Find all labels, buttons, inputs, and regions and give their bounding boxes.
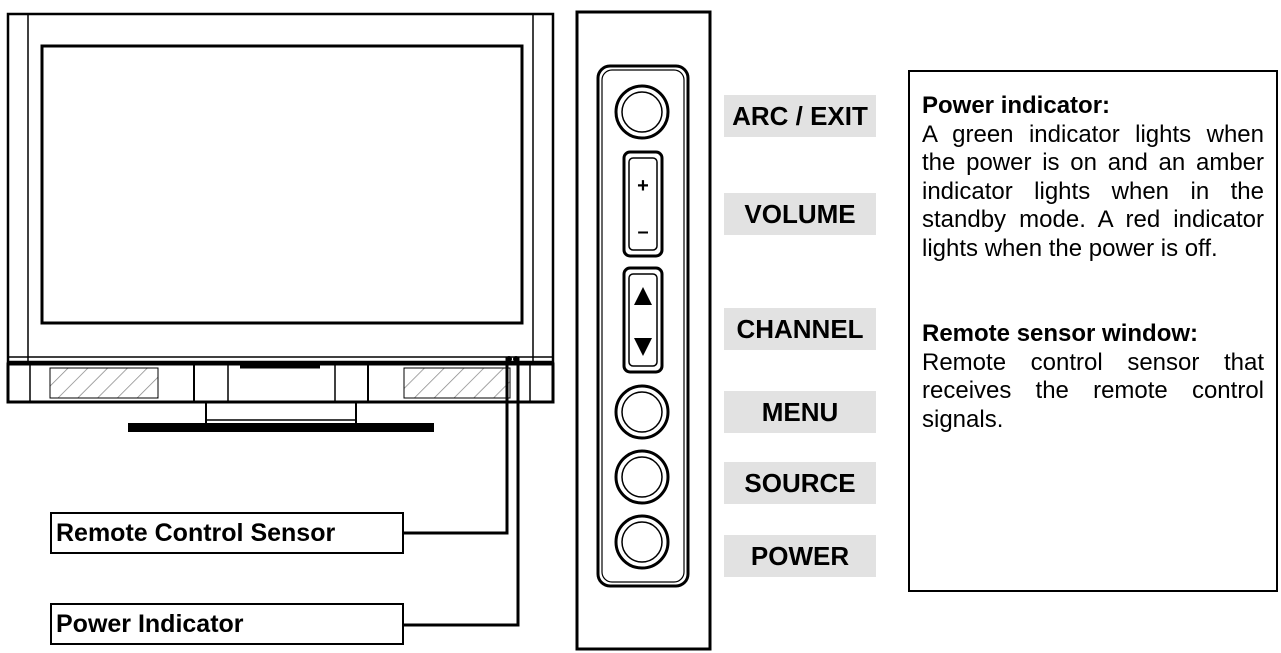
arc-exit-button[interactable] <box>614 84 670 140</box>
power-indicator-heading: Power indicator: <box>922 92 1111 119</box>
source-label: SOURCE <box>724 462 876 504</box>
remote-control-sensor-callout: Remote Control Sensor <box>50 512 404 554</box>
side-panel-button-strip <box>596 64 690 588</box>
volume-plus-glyph: + <box>637 175 649 197</box>
remote-sensor-leader <box>404 357 509 535</box>
side-panel-frame <box>575 10 712 651</box>
leader-lines <box>404 357 520 627</box>
menu-label: MENU <box>724 391 876 433</box>
info-box: Power indicator: A green indicator light… <box>908 70 1278 592</box>
remote-sensor-description: Remote control sensor that receives the … <box>922 348 1264 433</box>
volume-minus-glyph: – <box>637 221 648 243</box>
power-indicator-description: A green indicator lights when the power … <box>922 120 1264 262</box>
channel-label: CHANNEL <box>724 308 876 350</box>
remote-sensor-heading: Remote sensor window: <box>922 320 1199 347</box>
speaker-grille-left <box>49 367 159 399</box>
tv-center-panel <box>193 363 369 403</box>
tv-bezel <box>6 12 555 364</box>
channel-down-icon <box>634 338 652 356</box>
power-indicator-callout: Power Indicator <box>50 603 404 645</box>
arc-exit-label: ARC / EXIT <box>724 95 876 137</box>
power-label: POWER <box>724 535 876 577</box>
menu-button[interactable] <box>614 384 670 440</box>
speaker-grille-right <box>403 367 511 399</box>
power-indicator-leader <box>404 357 520 627</box>
side-control-panel <box>575 10 712 651</box>
channel-up-icon <box>634 287 652 305</box>
volume-rocker[interactable] <box>622 150 664 258</box>
tv-screen <box>40 44 524 325</box>
power-button[interactable] <box>614 514 670 570</box>
source-button[interactable] <box>614 449 670 505</box>
channel-rocker[interactable] <box>622 266 664 374</box>
tv-front <box>6 12 555 432</box>
tv-stand-base <box>128 423 434 432</box>
tv-inner-bezel <box>27 13 534 363</box>
volume-label: VOLUME <box>724 193 876 235</box>
